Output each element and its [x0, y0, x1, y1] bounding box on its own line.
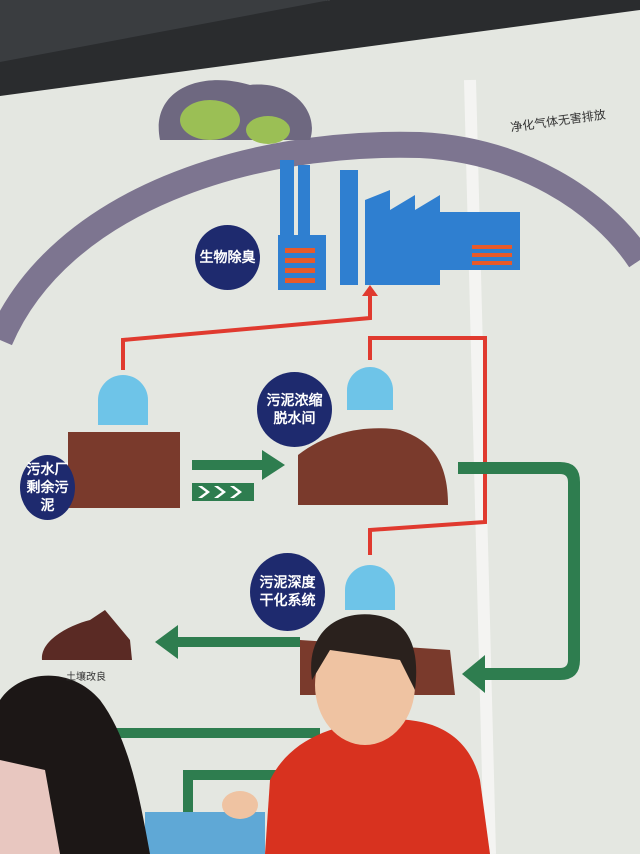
plant-sludge-badge: 污水厂 剩余污泥	[20, 455, 75, 520]
children-photo	[0, 614, 490, 854]
deep-dry-badge: 污泥深度 干化系统	[250, 553, 325, 631]
thicken-line1: 污泥浓缩	[266, 392, 323, 409]
red-gas-lines	[121, 290, 487, 555]
sludge-pile-2	[298, 428, 448, 505]
bio-deodorize-badge: 生物除臭	[195, 225, 260, 290]
plant-sludge-line1: 污水厂	[26, 461, 69, 478]
thicken-dewater-badge: 污泥浓缩 脱水间	[257, 372, 332, 447]
deep-dry-line2: 干化系统	[259, 593, 316, 609]
plant-sludge-line2: 剩余污泥	[26, 479, 69, 514]
sludge-block-1	[68, 432, 180, 508]
deep-dry-line1: 污泥深度	[259, 575, 316, 591]
gas-arc	[0, 131, 640, 346]
deodorize-hood-icons	[98, 367, 395, 610]
thicken-line2: 脱水间	[273, 410, 316, 427]
soil-label: 土壤改良	[66, 672, 106, 683]
soil-pile	[41, 610, 133, 660]
green-flow-arrows	[110, 450, 580, 830]
